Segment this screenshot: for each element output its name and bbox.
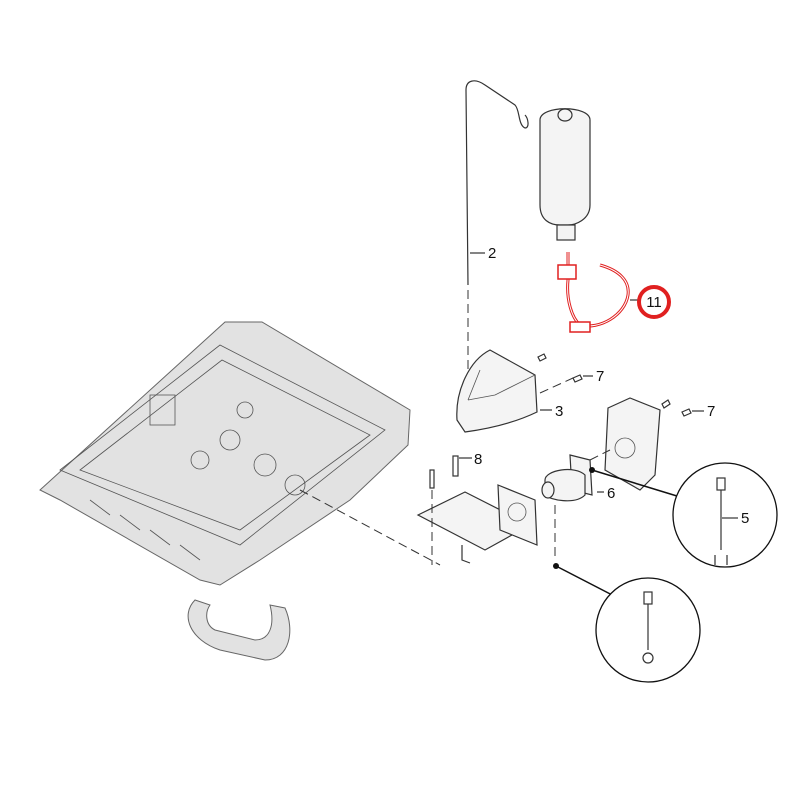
pump-cover bbox=[456, 349, 538, 433]
mounting-bracket bbox=[416, 484, 538, 564]
callout-7-right: 7 bbox=[707, 403, 715, 420]
callout-8: 8 bbox=[474, 451, 482, 468]
pump-head bbox=[604, 397, 661, 491]
base-tray bbox=[39, 321, 411, 661]
callout-11: 11 bbox=[646, 294, 662, 311]
fluid-bag bbox=[539, 108, 591, 241]
callout-7-top: 7 bbox=[596, 368, 604, 385]
iv-pole bbox=[465, 80, 529, 375]
screws bbox=[537, 353, 692, 417]
callout-11-highlight-circle bbox=[637, 285, 671, 319]
bolt bbox=[429, 455, 459, 489]
callout-2: 2 bbox=[488, 245, 496, 262]
detail-view-cable bbox=[672, 462, 778, 568]
tubing-set-highlighted bbox=[557, 252, 630, 333]
pump-motor bbox=[541, 449, 611, 502]
callout-3: 3 bbox=[555, 403, 563, 420]
callout-6: 6 bbox=[607, 485, 615, 502]
callout-5: 5 bbox=[741, 510, 749, 527]
detail-view-ground-wire bbox=[595, 577, 701, 683]
